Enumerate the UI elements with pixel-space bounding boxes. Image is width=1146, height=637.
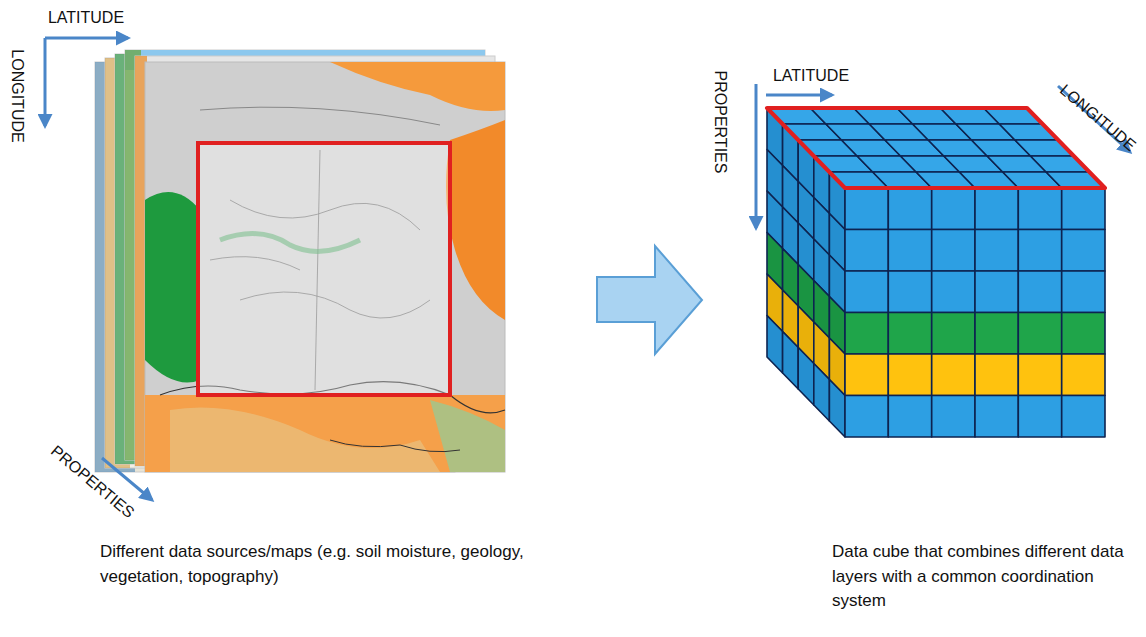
cube-cell: [1062, 188, 1105, 230]
cube-cell: [975, 271, 1018, 313]
cube-cell: [829, 380, 845, 438]
cube-cell: [1062, 354, 1105, 396]
axis-label: LONGITUDE: [1056, 81, 1139, 155]
cube-cell: [888, 396, 931, 438]
cube-cell: [845, 396, 888, 438]
cube-cell: [1062, 271, 1105, 313]
transform-arrow: [597, 246, 702, 354]
cube-cell: [767, 316, 783, 374]
cube-top-outline: [767, 108, 1105, 188]
cube-cell: [1018, 396, 1061, 438]
axis-arrow: [45, 37, 128, 40]
cube-cell: [975, 396, 1018, 438]
axis-arrow: [44, 38, 47, 126]
axis-label: LATITUDE: [48, 9, 124, 27]
map-stack: [95, 50, 505, 472]
cube-cell: [932, 313, 975, 355]
cube-cell: [932, 188, 975, 230]
axis-label: LONGITUDE: [8, 49, 26, 142]
cube-cell: [845, 271, 888, 313]
cube-cell: [888, 188, 931, 230]
map-front: [145, 62, 505, 472]
cube-cell: [845, 354, 888, 396]
cube-cell: [845, 313, 888, 355]
cube-cell: [845, 188, 888, 230]
cube-cell: [1018, 230, 1061, 272]
caption-text: Data cube that combines different data l…: [832, 540, 1142, 614]
cube-cell: [888, 271, 931, 313]
cube-cell: [975, 188, 1018, 230]
axis-label: PROPERTIES: [711, 71, 729, 174]
cube-cell: [975, 354, 1018, 396]
cube-cell: [888, 313, 931, 355]
cube-cell: [1062, 313, 1105, 355]
axis-arrow: [755, 84, 758, 228]
cube-cell: [814, 364, 830, 422]
cube-cell: [1062, 230, 1105, 272]
cube-cell: [1018, 271, 1061, 313]
caption-text: Different data sources/maps (e.g. soil m…: [100, 540, 530, 589]
data-cube: [767, 108, 1105, 437]
selection-frame: [198, 143, 450, 395]
cube-cell: [932, 230, 975, 272]
cube-cell: [932, 271, 975, 313]
cube-cell: [1062, 396, 1105, 438]
axis-label: LATITUDE: [773, 67, 849, 85]
cube-cell: [932, 354, 975, 396]
cube-cell: [932, 396, 975, 438]
cube-cell: [1018, 354, 1061, 396]
cube-cell: [1018, 313, 1061, 355]
cube-cell: [798, 348, 814, 406]
cube-cell: [975, 313, 1018, 355]
cube-cell: [888, 354, 931, 396]
cube-cell: [783, 332, 799, 390]
cube-cell: [888, 230, 931, 272]
axis-arrow: [766, 94, 832, 97]
cube-cell: [975, 230, 1018, 272]
selection-area: [198, 143, 450, 395]
cube-cell: [1018, 188, 1061, 230]
cube-cell: [845, 230, 888, 272]
